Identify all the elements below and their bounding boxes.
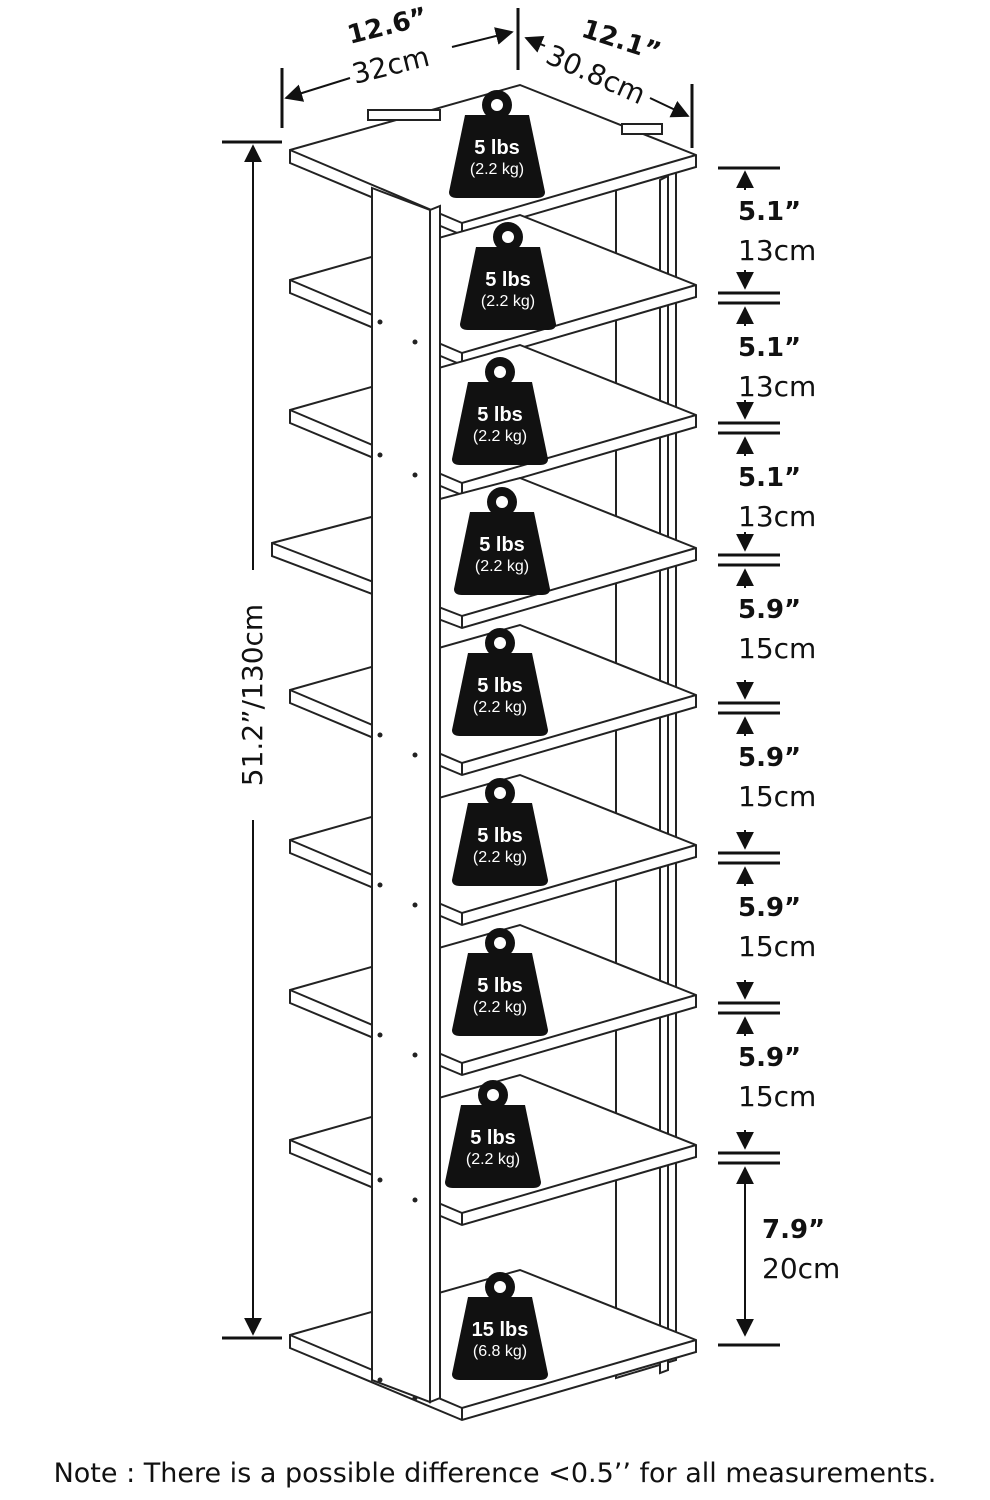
screw-dot <box>377 1377 383 1383</box>
gap-dimension: 5.9” 15cm <box>736 568 816 700</box>
weight-kg: (2.2 kg) <box>470 161 524 178</box>
height-dimension: 51.2”/130cm <box>222 140 282 1340</box>
gap-cm: 15cm <box>738 632 816 665</box>
weight-body <box>452 953 548 1036</box>
weight-badge: 5 lbs (2.2 kg) <box>452 628 548 736</box>
weight-kg: (6.8 kg) <box>473 1343 527 1360</box>
screw-dot <box>412 339 418 345</box>
weight-badges: 5 lbs(2.2 kg)5 lbs(2.2 kg)5 lbs(2.2 kg)5… <box>445 90 556 1380</box>
screw-dot <box>377 452 383 458</box>
gap-dimension: 5.9” 15cm <box>736 1016 816 1150</box>
gap-cm: 15cm <box>738 930 816 963</box>
weight-kg: (2.2 kg) <box>466 1151 520 1168</box>
gap-inches: 5.9” <box>738 893 801 923</box>
top-clip <box>367 109 441 121</box>
weight-kg: (2.2 kg) <box>473 699 527 716</box>
weight-body <box>452 382 548 465</box>
screw-dot <box>377 732 383 738</box>
weight-handle-hole <box>494 366 506 378</box>
gap-inches: 5.1” <box>738 463 801 493</box>
screw-dot <box>377 882 383 888</box>
gap-cm: 15cm <box>738 1080 816 1113</box>
shelf-gap-dimensions: 5.1” 13cm 5.1” 13cm 5.1” 13cm 5.9” 15cm 5.9” 15cm… <box>718 166 840 1347</box>
front-post-side <box>429 204 441 1404</box>
measurement-note: Note : There is a possible difference <0… <box>53 1458 937 1489</box>
weight-handle-hole <box>494 787 506 799</box>
weight-body <box>452 1297 548 1380</box>
weight-body <box>452 653 548 736</box>
weight-body <box>454 512 550 595</box>
rear-post-edge <box>659 174 669 1375</box>
weight-body <box>452 803 548 886</box>
weight-kg: (2.2 kg) <box>475 558 529 575</box>
weight-badge: 5 lbs (2.2 kg) <box>452 928 548 1036</box>
front-post <box>371 186 431 1404</box>
weight-badge: 5 lbs (2.2 kg) <box>454 487 550 595</box>
weight-handle-hole <box>487 1089 499 1101</box>
weight-handle-hole <box>494 1281 506 1293</box>
gap-dimension: 5.1” 13cm <box>736 306 816 420</box>
weight-body <box>445 1105 541 1188</box>
weight-handle-hole <box>502 231 514 243</box>
screw-dot <box>412 1395 418 1401</box>
screw-dot <box>412 1052 418 1058</box>
weight-badge: 5 lbs (2.2 kg) <box>445 1080 541 1188</box>
weight-lbs: 5 lbs <box>477 825 523 847</box>
gap-inches: 5.9” <box>738 743 801 773</box>
weight-lbs: 5 lbs <box>474 137 520 159</box>
screw-dot <box>412 752 418 758</box>
gap-cm: 15cm <box>738 780 816 813</box>
weight-kg: (2.2 kg) <box>473 849 527 866</box>
gap-cm: 13cm <box>738 500 816 533</box>
gap-inches: 7.9” <box>762 1215 825 1245</box>
weight-badge: 15 lbs (6.8 kg) <box>452 1272 548 1380</box>
screw-dot <box>412 902 418 908</box>
screw-dot <box>412 472 418 478</box>
weight-handle-hole <box>494 637 506 649</box>
gap-cm: 13cm <box>738 370 816 403</box>
screw-dot <box>412 1197 418 1203</box>
gap-inches: 5.1” <box>738 197 801 227</box>
gap-inches: 5.9” <box>738 595 801 625</box>
weight-lbs: 5 lbs <box>477 675 523 697</box>
gap-dimension: 5.1” 13cm <box>736 436 816 552</box>
weight-badge: 5 lbs (2.2 kg) <box>449 90 545 198</box>
weight-lbs: 5 lbs <box>479 534 525 556</box>
weight-kg: (2.2 kg) <box>473 999 527 1016</box>
weight-kg: (2.2 kg) <box>473 428 527 445</box>
screw-dot <box>377 319 383 325</box>
weight-badge: 5 lbs (2.2 kg) <box>452 778 548 886</box>
weight-lbs: 5 lbs <box>477 975 523 997</box>
weight-lbs: 5 lbs <box>485 269 531 291</box>
weight-handle-hole <box>494 937 506 949</box>
weight-lbs: 5 lbs <box>477 404 523 426</box>
height-label: 51.2”/130cm <box>236 604 269 786</box>
gap-inches: 5.1” <box>738 333 801 363</box>
gap-dimension: 5.9” 15cm <box>736 866 816 1000</box>
screw-dot <box>377 1177 383 1183</box>
gap-inches: 5.9” <box>738 1043 801 1073</box>
weight-badge: 5 lbs (2.2 kg) <box>452 357 548 465</box>
weight-handle-hole <box>496 496 508 508</box>
weight-badge: 5 lbs (2.2 kg) <box>460 222 556 330</box>
weight-lbs: 5 lbs <box>470 1127 516 1149</box>
gap-dimension: 5.1” 13cm <box>736 170 816 290</box>
weight-kg: (2.2 kg) <box>481 293 535 310</box>
weight-body <box>460 247 556 330</box>
top-clip <box>621 123 663 135</box>
gap-dimension: 5.9” 15cm <box>736 716 816 850</box>
screw-dot <box>377 1032 383 1038</box>
gap-dimension: 7.9” 20cm <box>736 1166 840 1337</box>
weight-body <box>449 115 545 198</box>
weight-lbs: 15 lbs <box>472 1319 529 1341</box>
gap-cm: 20cm <box>762 1252 840 1285</box>
gap-cm: 13cm <box>738 234 816 267</box>
weight-handle-hole <box>491 99 503 111</box>
